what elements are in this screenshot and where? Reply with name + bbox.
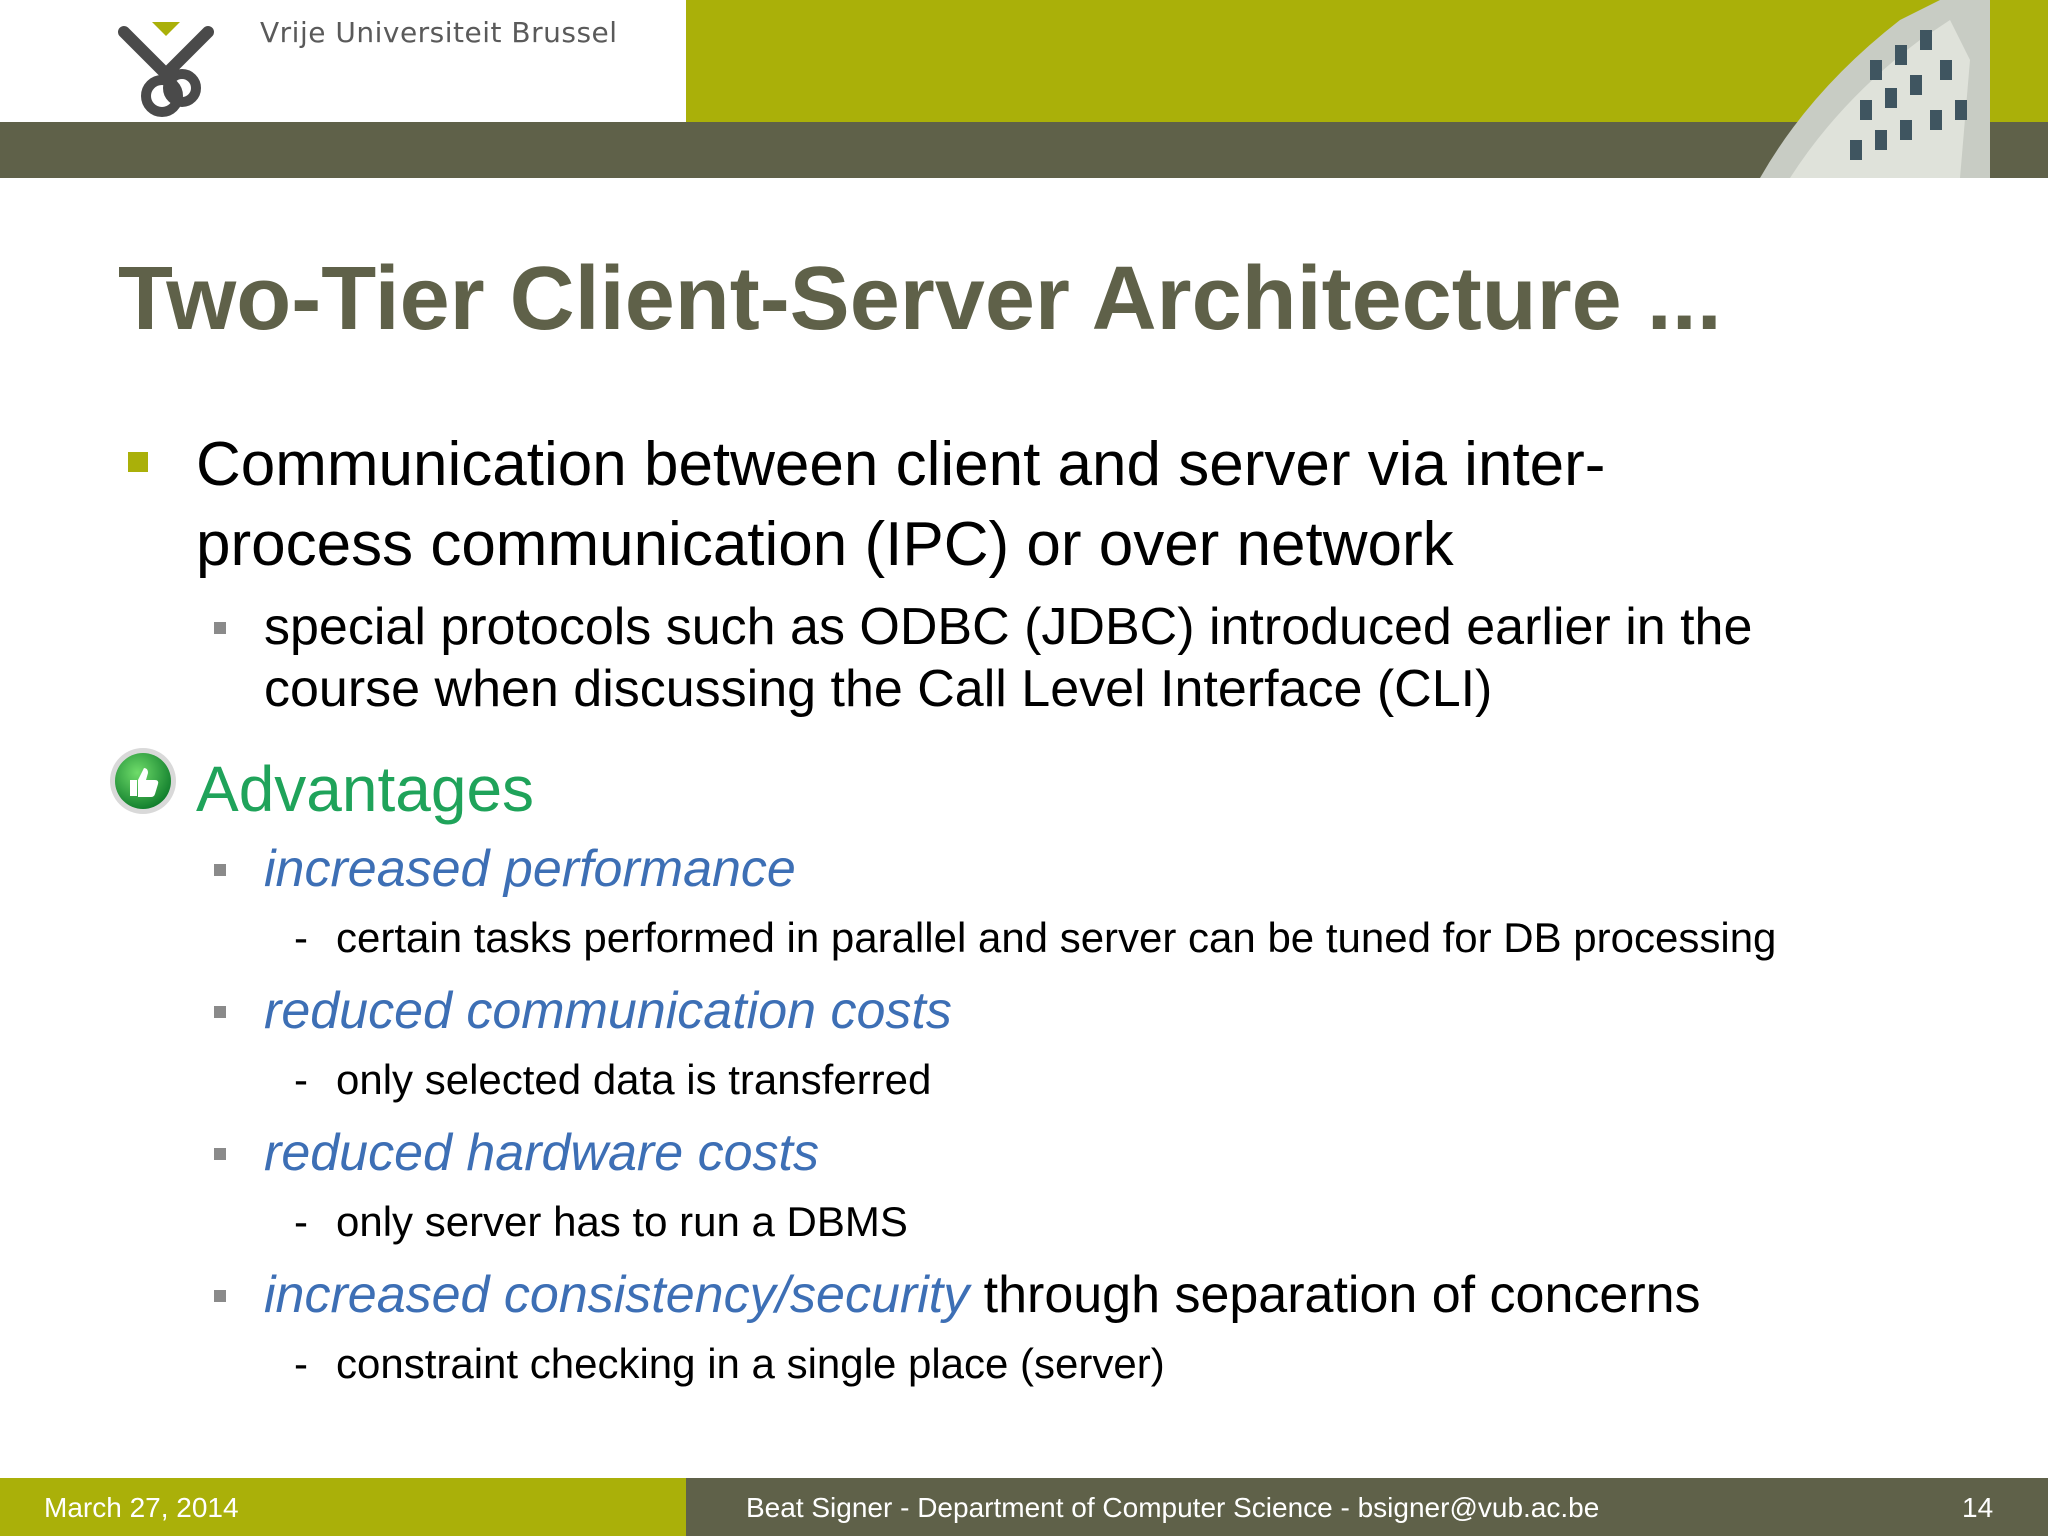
advantage-detail: -only selected data is transferred [294, 1056, 931, 1104]
slide-title: Two-Tier Client-Server Architecture ... [118, 249, 1722, 349]
sub-bullet-line: course when discussing the Call Level In… [264, 660, 1493, 718]
footer-left [0, 1478, 686, 1536]
advantage-title: reduced hardware costs [264, 1124, 819, 1182]
bullet-line: process communication (IPC) or over netw… [196, 510, 1454, 579]
page-number: 14 [1962, 1492, 1994, 1523]
advantage-suffix: through separation of concerns [969, 1266, 1701, 1324]
advantage-detail-text: only selected data is transferred [336, 1056, 932, 1103]
advantage-detail: -certain tasks performed in parallel and… [294, 914, 1776, 962]
advantage-detail: -only server has to run a DBMS [294, 1198, 908, 1246]
advantage-title: increased performance [264, 840, 796, 898]
advantage-item: increased performance [264, 838, 796, 900]
advantage-detail-text: certain tasks performed in parallel and … [336, 914, 1777, 961]
advantage-detail: -constraint checking in a single place (… [294, 1340, 1165, 1388]
dash-marker: - [294, 1056, 308, 1103]
sub-bullet-square [214, 1290, 226, 1302]
advantage-detail-text: only server has to run a DBMS [336, 1198, 908, 1245]
dash-marker: - [294, 1198, 308, 1245]
dash-marker: - [294, 914, 308, 961]
bullet-square [128, 452, 148, 472]
advantage-detail-text: constraint checking in a single place (s… [336, 1340, 1165, 1387]
footer-right [686, 1478, 2048, 1536]
sub-bullet-square [214, 1148, 226, 1160]
sub-bullet-square [214, 864, 226, 876]
advantage-item: reduced communication costs [264, 980, 952, 1042]
advantages-heading: Advantages [196, 753, 535, 825]
header-bar [0, 122, 2048, 178]
sub-bullet-line: special protocols such as ODBC (JDBC) in… [264, 598, 1753, 656]
vub-logo-icon [118, 22, 214, 117]
sub-bullet-square [214, 1006, 226, 1018]
footer-author: Beat Signer - Department of Computer Sci… [746, 1492, 1600, 1523]
bullet-line: Communication between client and server … [196, 430, 1606, 499]
advantage-title: reduced communication costs [264, 982, 952, 1040]
dash-marker: - [294, 1340, 308, 1387]
sub-bullet-square [214, 622, 226, 634]
footer-date: March 27, 2014 [44, 1492, 239, 1523]
advantage-item: increased consistency/security through s… [264, 1264, 1701, 1326]
header-left [0, 0, 686, 122]
thumbs-up-icon [110, 748, 176, 814]
advantage-item: reduced hardware costs [264, 1122, 819, 1184]
university-name: Vrije Universiteit Brussel [260, 16, 618, 49]
building-photo-icon [1760, 0, 1990, 178]
advantage-title: increased consistency/security [264, 1266, 970, 1324]
